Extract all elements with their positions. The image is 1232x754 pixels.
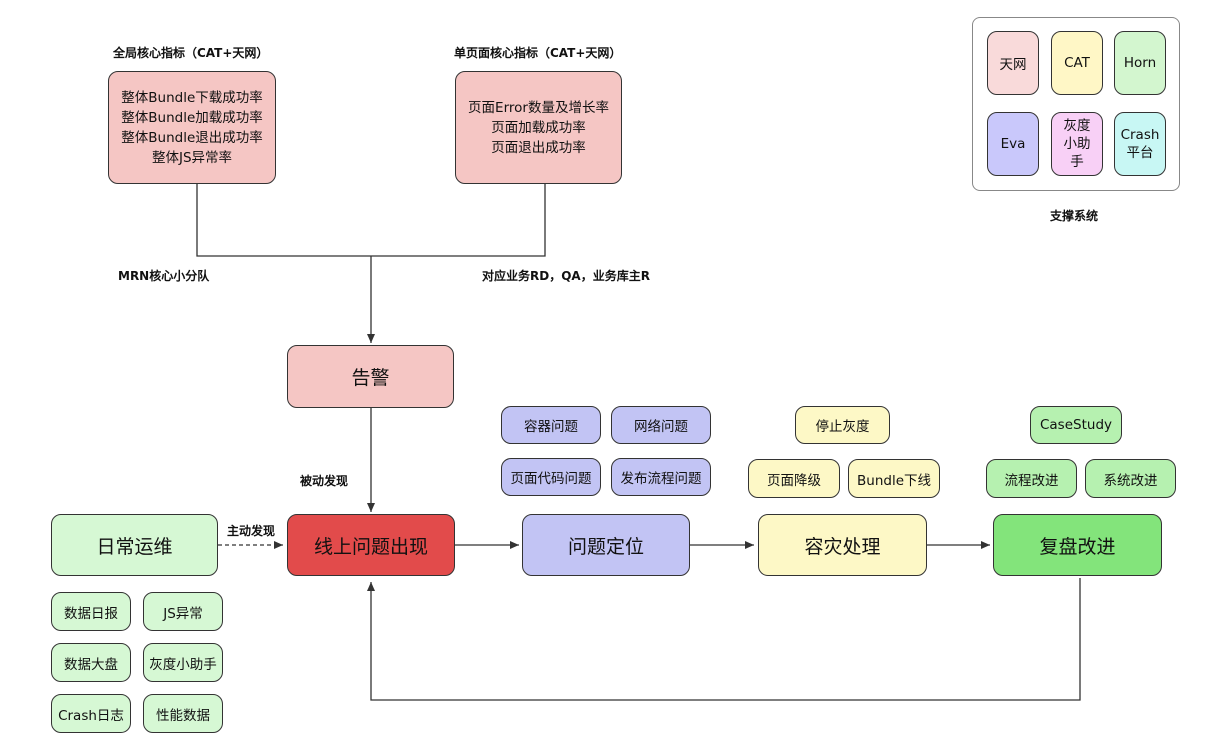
active-discovery-label: 主动发现: [227, 524, 276, 538]
global-metric-item: 整体Bundle加载成功率: [121, 109, 263, 126]
passive-discovery-label: 被动发现: [300, 474, 349, 488]
page-metric-item: 页面加载成功率: [491, 119, 586, 136]
support-cat: CAT: [1051, 31, 1103, 95]
global-metrics-title: 全局核心指标（CAT+天网）: [113, 46, 269, 60]
mrn-team-label: MRN核心小分队: [118, 269, 210, 283]
tool-gray-helper: 灰度小助手: [143, 643, 223, 682]
problem-container: 容器问题: [501, 406, 601, 444]
review-casestudy: CaseStudy: [1030, 406, 1122, 444]
action-stop-gray: 停止灰度: [795, 406, 890, 444]
alarm-node: 告警: [287, 345, 454, 408]
page-metric-item: 页面Error数量及增长率: [468, 99, 609, 116]
page-metric-item: 页面退出成功率: [491, 139, 586, 156]
support-gray-helper: 灰度小助手: [1051, 112, 1103, 176]
tool-crash-log: Crash日志: [51, 694, 131, 733]
support-eva: Eva: [987, 112, 1039, 176]
review-process-improve: 流程改进: [986, 459, 1077, 498]
tool-js-exception: JS异常: [143, 592, 223, 631]
action-page-downgrade: 页面降级: [748, 459, 840, 498]
metrics-merge-line: [196, 184, 546, 257]
review-improve-node: 复盘改进: [993, 514, 1162, 576]
review-system-improve: 系统改进: [1085, 459, 1176, 498]
tool-daily-report: 数据日报: [51, 592, 131, 631]
page-metrics-box: 页面Error数量及增长率 页面加载成功率 页面退出成功率: [455, 71, 622, 184]
global-metric-item: 整体Bundle退出成功率: [121, 129, 263, 146]
support-systems-label: 支撑系统: [1050, 209, 1099, 223]
problem-page-code: 页面代码问题: [501, 458, 601, 496]
tool-data-dashboard: 数据大盘: [51, 643, 131, 682]
global-metric-item: 整体JS异常率: [151, 149, 233, 166]
problem-network: 网络问题: [611, 406, 711, 444]
tool-performance-data: 性能数据: [143, 694, 223, 733]
problem-release-process: 发布流程问题: [611, 458, 711, 496]
issue-locate-node: 问题定位: [522, 514, 690, 576]
support-horn: Horn: [1114, 31, 1166, 95]
support-tianwang: 天网: [987, 31, 1039, 95]
global-metrics-box: 整体Bundle下载成功率 整体Bundle加载成功率 整体Bundle退出成功…: [108, 71, 276, 184]
support-crash: Crash平台: [1114, 112, 1166, 176]
disaster-handling-node: 容灾处理: [758, 514, 927, 576]
daily-ops-node: 日常运维: [51, 514, 218, 576]
support-systems-panel: [972, 17, 1180, 191]
online-issue-node: 线上问题出现: [287, 514, 455, 576]
feedback-loop-arrow: [367, 578, 1081, 701]
global-metric-item: 整体Bundle下载成功率: [121, 89, 263, 106]
rd-qa-label: 对应业务RD，QA，业务库主R: [482, 269, 650, 283]
page-metrics-title: 单页面核心指标（CAT+天网）: [454, 46, 622, 60]
action-bundle-offline: Bundle下线: [848, 459, 940, 498]
